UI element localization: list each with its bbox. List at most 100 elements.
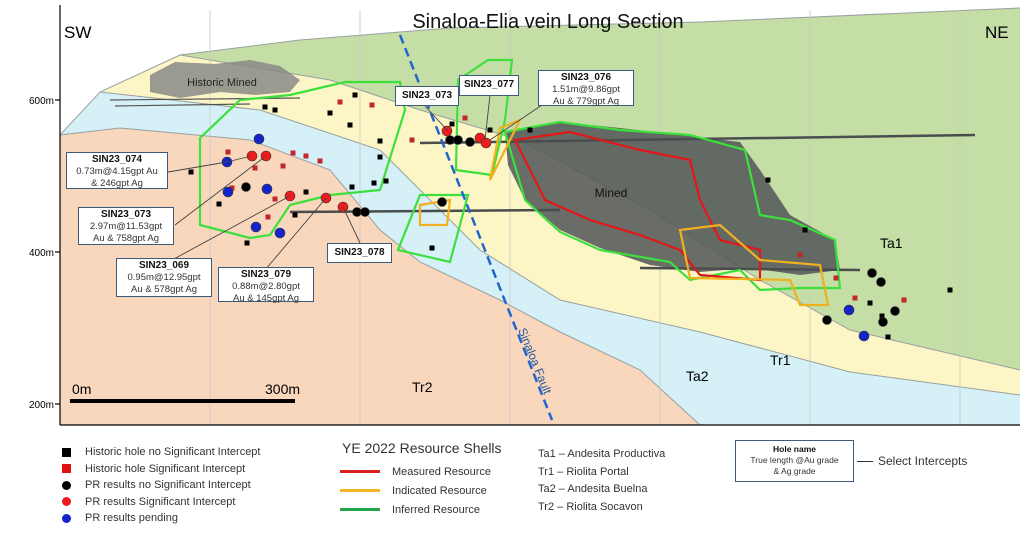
formation-item: Tr1 – Riolita Portal: [538, 465, 629, 478]
black-square-icon: [62, 447, 71, 457]
callout-hole-name: SIN23_069: [138, 260, 190, 271]
callout-hole-name: SIN23_074: [91, 154, 143, 165]
legend-item: Historic hole no Significant Intercept: [62, 444, 260, 461]
elevation-400m: 400m: [29, 248, 54, 259]
pr-hole-marker: [465, 137, 475, 147]
callout-hole-name: SIN23_073: [100, 209, 152, 220]
red-circle-icon: [62, 497, 71, 507]
callout-sin23-069: SIN23_069 0.95m@12.95gpt Au & 578gpt Ag: [116, 258, 212, 297]
historic-hole-marker: [429, 245, 435, 251]
callout-sin23-074: SIN23_074 0.73m@4.15gpt Au & 246gpt Ag: [66, 152, 168, 189]
callout-line2: & 246gpt Ag: [91, 178, 143, 189]
indicated-line-icon: [340, 489, 380, 492]
pr-hole-marker: [876, 277, 886, 287]
legend-shells-title: YE 2022 Resource Shells: [342, 440, 502, 456]
direction-sw: SW: [64, 23, 91, 42]
historic-hole-marker: [272, 107, 278, 113]
historic-hole-marker: [833, 275, 839, 281]
mined-area: [505, 122, 840, 275]
legend-label: Indicated Resource: [392, 484, 487, 497]
historic-hole-marker: [797, 252, 803, 258]
historic-hole-marker: [347, 122, 353, 128]
historic-hole-marker: [377, 154, 383, 160]
historic-hole-marker: [449, 121, 455, 127]
key-line2: & Ag grade: [773, 466, 816, 476]
callout-hole-name: SIN23_077: [463, 79, 515, 90]
formation-ta2-label: Ta2: [686, 368, 709, 384]
historic-hole-marker: [369, 102, 375, 108]
pr-hole-marker: [858, 330, 870, 342]
drill-holes: [188, 92, 953, 342]
callout-hole-name: SIN23_076: [560, 72, 612, 83]
elevation-600m: 600m: [29, 96, 54, 107]
callout-line2: Au & 779gpt Ag: [552, 96, 620, 107]
historic-hole-marker: [252, 165, 258, 171]
callout-hole-name: SIN23_073: [401, 90, 453, 101]
historic-hole-marker: [371, 180, 377, 186]
legend-label: PR results Significant Intercept: [85, 495, 236, 508]
callout-line2: Au & 758gpt Ag: [92, 233, 160, 244]
callout-line1: 0.95m@12.95gpt: [127, 272, 201, 283]
historic-hole-marker: [337, 99, 343, 105]
legend-item: Inferred Resource: [340, 500, 502, 519]
legend-item: PR results pending: [62, 510, 260, 527]
historic-hole-marker: [527, 127, 533, 133]
direction-ne: NE: [985, 23, 1009, 42]
historic-hole-marker: [327, 110, 333, 116]
historic-hole-marker: [188, 169, 194, 175]
historic-mined-area: [150, 60, 300, 98]
historic-hole-marker: [349, 184, 355, 190]
pr-hole-marker: [246, 150, 258, 162]
legend-label: Inferred Resource: [392, 503, 481, 516]
callout-sin23-076: SIN23_076 1.51m@9.86gpt Au & 779gpt Ag: [538, 70, 634, 107]
pr-hole-marker: [261, 183, 273, 195]
pr-hole-marker: [890, 306, 900, 316]
historic-hole-marker: [377, 138, 383, 144]
legend-key-box: Hole name True length @Au grade & Ag gra…: [735, 440, 854, 482]
historic-hole-marker: [383, 178, 389, 184]
historic-mined-label: Historic Mined: [187, 77, 257, 89]
legend-label: PR results no Significant Intercept: [85, 479, 251, 492]
historic-hole-marker: [462, 115, 468, 121]
key-connector: [857, 461, 873, 462]
pr-hole-marker: [250, 221, 262, 233]
pr-hole-marker: [437, 197, 447, 207]
legend-holes: Historic hole no Significant Intercept H…: [62, 444, 260, 527]
pr-hole-marker: [453, 135, 463, 145]
historic-hole-marker: [303, 189, 309, 195]
historic-hole-marker: [262, 104, 268, 110]
callout-sin23-078: SIN23_078: [327, 243, 392, 263]
callout-line1: 0.88m@2.80gpt: [232, 281, 300, 292]
legend-label: PR results pending: [85, 512, 178, 525]
legend-label: Measured Resource: [392, 465, 492, 478]
historic-hole-marker: [879, 313, 885, 319]
pr-hole-marker: [445, 135, 455, 145]
axes: [55, 5, 1020, 426]
callout-leaders: [167, 94, 546, 271]
diagram-title: Sinaloa-Elia vein Long Section: [412, 11, 683, 33]
historic-hole-marker: [352, 92, 358, 98]
callout-line1: 0.73m@4.15gpt Au: [76, 166, 158, 177]
black-circle-icon: [62, 480, 71, 490]
pr-hole-marker: [274, 227, 286, 239]
historic-hole-marker: [885, 334, 891, 340]
callout-line2: Au & 578gpt Ag: [130, 284, 198, 295]
red-square-icon: [62, 464, 71, 474]
formation-ta2-area: [60, 92, 1020, 425]
pr-hole-marker: [843, 304, 855, 316]
callout-hole-name: SIN23_078: [334, 247, 385, 258]
historic-hole-marker: [765, 177, 771, 183]
formation-item: Ta1 – Andesita Productiva: [538, 448, 666, 460]
scale-start-label: 0m: [72, 381, 91, 397]
key-title: Hole name: [773, 444, 816, 454]
elevation-200m: 200m: [29, 400, 54, 411]
historic-hole-marker: [225, 149, 231, 155]
pr-hole-marker: [360, 207, 370, 217]
pr-hole-marker: [253, 133, 265, 145]
historic-hole-marker: [265, 214, 271, 220]
historic-hole-marker: [229, 185, 235, 191]
formation-item: Tr2 – Riolita Socavon: [538, 500, 643, 513]
legend-item: PR results no Significant Intercept: [62, 477, 260, 494]
historic-hole-marker: [947, 287, 953, 293]
